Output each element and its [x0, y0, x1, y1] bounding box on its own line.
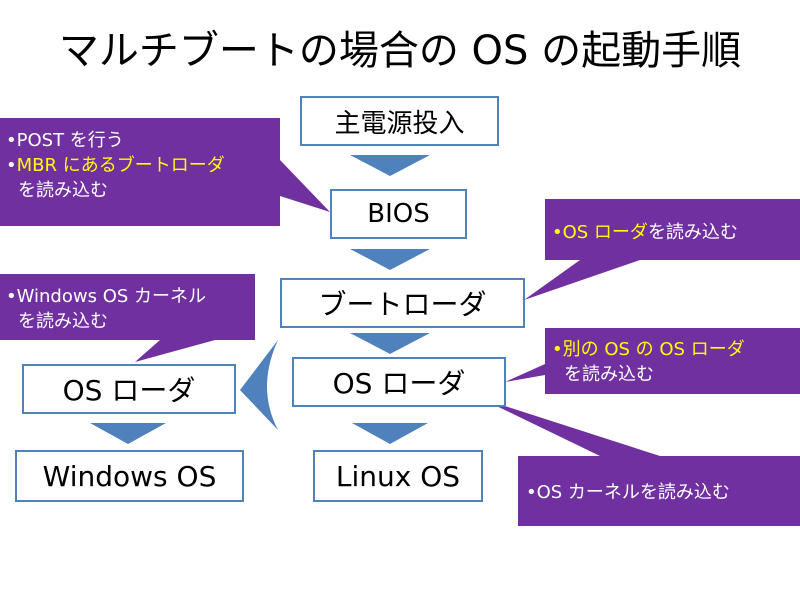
box-bootloader-label: ブートローダ	[318, 288, 487, 321]
arrow-osloader-to-left-loader	[240, 340, 278, 430]
box-windows-os-label: Windows OS	[42, 459, 217, 493]
callout-bootloader-plain: を読み込む	[647, 222, 738, 243]
callout-windows-text: •Windows OS カーネル を読み込む	[6, 284, 206, 334]
arrow-bios-to-bootloader	[350, 249, 430, 270]
page-title: マルチブートの場合の OS の起動手順	[58, 28, 742, 74]
callout-bios-line2: •MBR にあるブートローダ	[6, 153, 225, 178]
callout-linux-line: •OS カーネルを読み込む	[526, 482, 730, 503]
callout-linux-text: •OS カーネルを読み込む	[526, 480, 730, 505]
callout-windows-line1: •Windows OS カーネル	[6, 286, 207, 307]
arrow-power-to-bios	[350, 155, 430, 176]
callout-bios-shape	[0, 118, 330, 226]
arrow-leftloader-to-windows	[90, 423, 166, 444]
callout-bios-line3: を読み込む	[18, 180, 108, 201]
box-windows-os: Windows OS	[15, 450, 244, 502]
callout-windows-shape	[0, 274, 255, 362]
box-os-loader-center: OS ローダ	[292, 357, 506, 407]
callout-bootloader-hl: •OS ローダ	[552, 222, 648, 243]
callout-bootloader-text: •OS ローダを読み込む	[552, 220, 738, 245]
box-linux-os-label: Linux OS	[335, 459, 461, 493]
callout-other-os-text: •別の OS の OS ローダ を読み込む	[552, 337, 745, 387]
box-os-loader-center-label: OS ローダ	[332, 367, 466, 400]
callout-other-os-line2: を読み込む	[564, 364, 654, 385]
box-bootloader: ブートローダ	[280, 278, 525, 328]
arrow-osloader-to-linux	[352, 423, 428, 444]
callout-bios-bootloader: ブートローダ	[116, 155, 225, 176]
box-power-on: 主電源投入	[300, 96, 499, 146]
callout-windows-line2: を読み込む	[18, 311, 108, 332]
box-linux-os: Linux OS	[313, 450, 483, 502]
box-bios-label: BIOS	[367, 199, 430, 229]
callout-bootloader-shape	[524, 199, 800, 300]
box-power-on-label: 主電源投入	[334, 108, 465, 139]
callout-bios-bullet: •	[6, 155, 17, 176]
box-bios: BIOS	[330, 189, 467, 239]
callout-bios-mbr: MBR にある	[16, 155, 117, 176]
callout-linux-shape	[480, 398, 800, 526]
arrow-bootloader-to-osloader	[350, 333, 430, 354]
callout-other-os-line1: •別の OS の OS ローダ	[552, 339, 745, 360]
box-os-loader-left-label: OS ローダ	[62, 374, 196, 407]
callout-bios-text: •POST を行う •MBR にあるブートローダ を読み込む	[6, 128, 225, 203]
callout-other-os-shape	[505, 328, 800, 394]
box-os-loader-left: OS ローダ	[22, 364, 236, 414]
callout-bios-line1: •POST を行う	[6, 130, 124, 151]
